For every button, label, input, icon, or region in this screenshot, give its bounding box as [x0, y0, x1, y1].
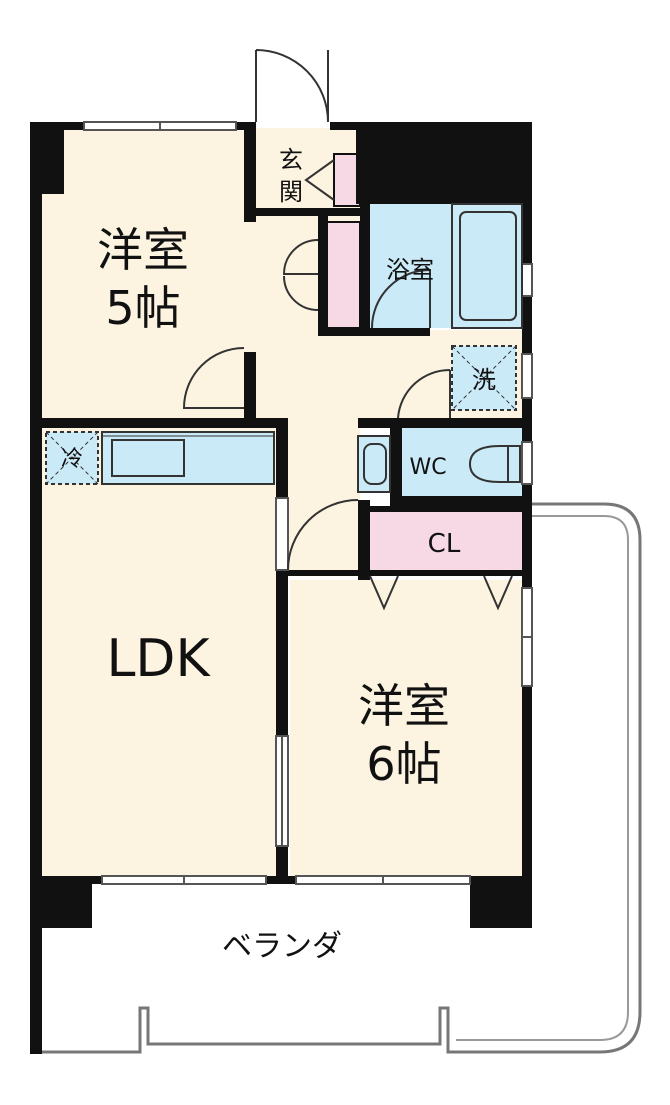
doors [182, 49, 513, 611]
window-wash [521, 353, 533, 399]
room-western-5-name: 洋室 [97, 223, 189, 277]
room-entrance-line2: 関 [279, 178, 303, 206]
room-western-6-name: 洋室 [358, 679, 450, 733]
window-bath [521, 263, 533, 297]
fridge-symbol: 冷 [61, 447, 83, 472]
walls [30, 122, 532, 1054]
door-wash [397, 368, 451, 419]
sliding-door-ldk-hall [275, 497, 289, 571]
entrance-door [255, 49, 329, 123]
washer-symbol: 洗 [472, 366, 496, 394]
ldk-floor [40, 428, 276, 880]
room-western-6-size: 6帖 [366, 737, 441, 791]
closet-floor [368, 512, 522, 570]
veranda-outline [38, 502, 642, 1054]
fixtures [45, 203, 523, 493]
cabinet-doors [282, 239, 319, 311]
labels: 洋室 5帖 LDK 洋室 6帖 浴室 玄 関 WC CL ベランダ 冷 洗 [61, 146, 496, 964]
veranda-inner-rail [456, 515, 629, 1041]
room-western-5-size: 5帖 [105, 281, 180, 335]
western-6-floor [290, 580, 522, 880]
western-5-floor [40, 128, 248, 420]
door-5jo [182, 347, 245, 409]
bathtub-inner [459, 211, 517, 321]
fridge-space [45, 431, 99, 485]
room-veranda-name: ベランダ [222, 929, 342, 964]
room-entrance-line1: 玄 [279, 146, 303, 174]
floor-fills [40, 128, 522, 880]
toilet-icon [468, 445, 509, 483]
room-bath-name: 浴室 [386, 256, 434, 284]
closet-door-left [369, 575, 399, 611]
door-6jo [287, 499, 359, 571]
kitchen-sink [111, 439, 185, 477]
door-bath [371, 268, 431, 329]
window-wc [521, 441, 533, 485]
room-closet-name: CL [428, 529, 461, 559]
closet-door-right [483, 575, 513, 611]
shoebox-doors [304, 159, 335, 201]
windows [83, 121, 533, 885]
room-wc-name: WC [409, 455, 446, 480]
storage-cabinet [325, 221, 361, 329]
room-ldk-name: LDK [106, 629, 211, 689]
